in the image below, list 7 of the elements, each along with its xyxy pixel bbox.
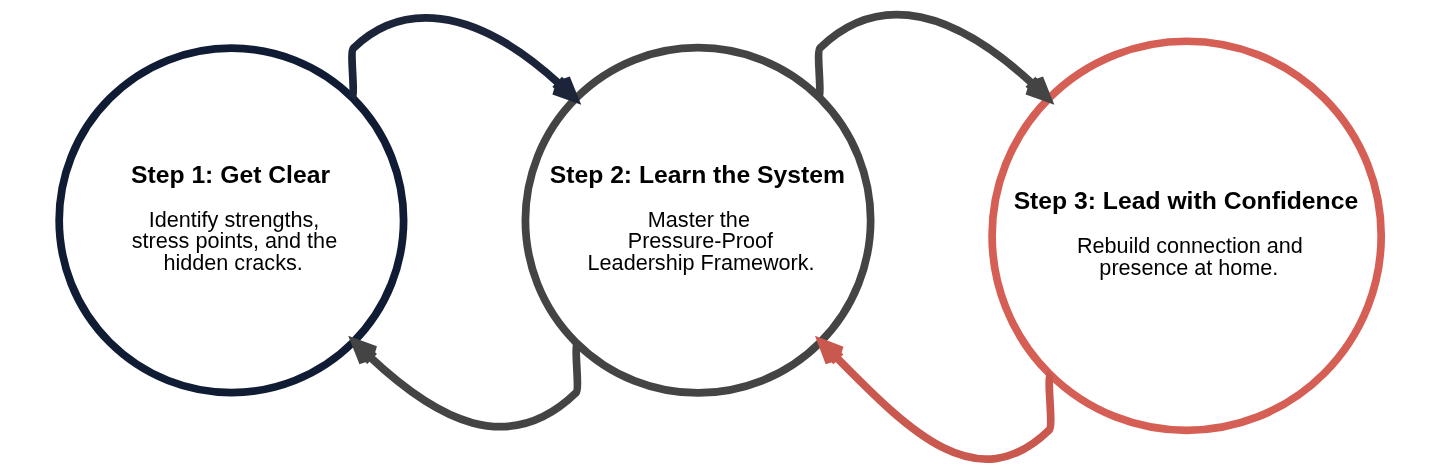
arrow: [348, 14, 579, 103]
node-circle: Step 2: Learn the System Master the Pressure-Proof Leadership Framework.: [521, 43, 875, 397]
node-circle: Step 3: Lead with Confidence Rebuild connection and presence at home.: [988, 37, 1386, 435]
node-circle: Step 1: Get Clear Identify strengths, stress points, and the hidden cracks.: [55, 44, 408, 397]
arrow: [351, 338, 582, 431]
arrow: [814, 10, 1052, 103]
arrow: [817, 338, 1055, 463]
